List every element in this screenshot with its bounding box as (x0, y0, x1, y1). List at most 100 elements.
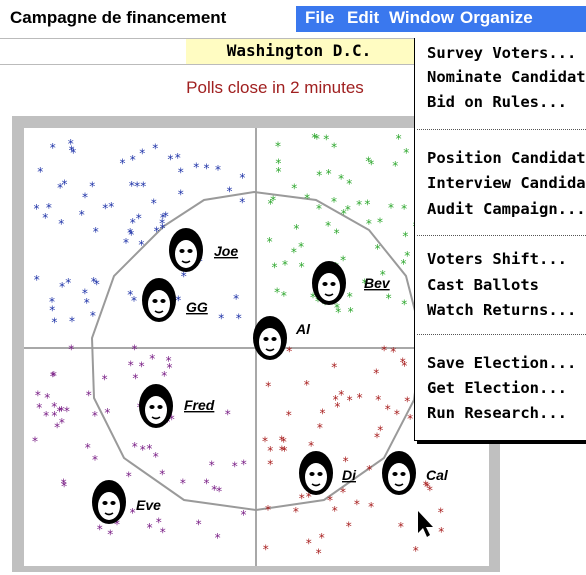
menu-item-interview-candidates[interactable]: Interview Candidates... (427, 174, 586, 192)
menu-window[interactable]: Window (389, 8, 454, 27)
voter-marker: * (311, 131, 317, 145)
voter-marker: * (331, 141, 337, 155)
voter-marker: * (139, 146, 145, 160)
voter-marker: * (69, 314, 75, 328)
voter-marker: * (407, 412, 413, 426)
voter-marker: * (57, 181, 63, 195)
candidate-portrait-icon (253, 316, 287, 360)
voter-marker: * (178, 165, 184, 179)
voter-map[interactable]: * * * * * * * * * * * * * * * * * * * * * * * * * * * * * * * * * * * * * * * *… (24, 128, 489, 566)
voter-marker: * (327, 494, 333, 508)
voter-marker: * (140, 179, 146, 193)
voter-marker: * (272, 261, 278, 275)
menu-item-nominate-candidates[interactable]: Nominate Candidates... (427, 68, 586, 86)
voter-marker: * (59, 416, 65, 430)
voter-marker: * (65, 276, 71, 290)
voter-marker: * (346, 520, 352, 534)
voter-marker: * (215, 531, 221, 545)
voter-marker: * (233, 292, 239, 306)
candidate-cal[interactable]: Cal (382, 451, 449, 495)
voter-marker: * (32, 435, 38, 449)
menu-separator (417, 129, 586, 130)
voter-marker: * (386, 292, 392, 306)
voter-marker: * (282, 444, 288, 458)
candidate-al[interactable]: Al (253, 316, 311, 360)
voter-marker: * (152, 141, 158, 155)
mouse-pointer-icon (418, 511, 433, 537)
voter-marker: * (314, 132, 320, 146)
voter-marker: * (375, 393, 381, 407)
voter-marker: * (380, 268, 386, 282)
menu-item-save-election[interactable]: Save Election... (427, 354, 577, 372)
menu-item-watch-returns[interactable]: Watch Returns... (427, 301, 577, 319)
voter-marker: * (340, 486, 346, 500)
voter-marker: * (35, 389, 41, 403)
menu-organize[interactable]: Organize (460, 8, 533, 27)
menu-item-cast-ballots[interactable]: Cast Ballots (427, 276, 539, 294)
voter-marker: * (368, 157, 374, 171)
menu-item-position-candidates[interactable]: Position Candidates... (427, 149, 586, 167)
voter-marker: * (204, 162, 210, 176)
location-bar-spacer (0, 39, 186, 64)
menu-separator (417, 334, 586, 335)
voter-marker: * (51, 369, 57, 383)
voter-marker: * (268, 197, 274, 211)
voter-marker: * (423, 479, 429, 493)
voter-marker: * (102, 201, 108, 215)
candidate-gg[interactable]: GG (142, 278, 208, 322)
voter-marker: * (402, 229, 408, 243)
voter-marker: * (306, 490, 312, 504)
voter-marker: * (239, 171, 245, 185)
voter-marker: * (59, 404, 65, 418)
voter-marker: * (390, 345, 396, 359)
voter-marker: * (388, 201, 394, 215)
candidate-portrait-icon (382, 451, 416, 495)
menu-item-run-research[interactable]: Run Research... (427, 404, 567, 422)
voter-marker: * (82, 190, 88, 204)
voter-marker: * (132, 372, 138, 386)
menu-edit[interactable]: Edit (347, 8, 380, 27)
menu-item-bid-on-rules[interactable]: Bid on Rules... (427, 93, 567, 111)
voter-marker: * (385, 403, 391, 417)
voter-marker: * (326, 167, 332, 181)
voter-marker: * (49, 304, 55, 318)
voter-marker: * (316, 547, 322, 561)
voter-marker: * (291, 245, 297, 259)
menu-file[interactable]: File (305, 8, 335, 27)
voter-marker: * (373, 366, 379, 380)
menu-item-voters-shift[interactable]: Voters Shift... (427, 250, 567, 268)
voter-marker: * (49, 295, 55, 309)
candidate-fred[interactable]: Fred (139, 384, 215, 428)
voter-marker: * (286, 345, 292, 359)
menu-separator (417, 235, 586, 236)
candidate-di[interactable]: Di (299, 451, 357, 495)
voter-marker: * (356, 198, 362, 212)
candidate-eve[interactable]: Eve (92, 480, 161, 524)
candidate-bev[interactable]: Bev (312, 261, 391, 305)
voter-marker: * (107, 528, 113, 542)
voter-marker: * (59, 280, 65, 294)
voter-marker: * (265, 503, 271, 517)
candidate-joe[interactable]: Joe (169, 228, 238, 272)
voter-marker: * (320, 407, 326, 421)
voter-marker: * (346, 177, 352, 191)
voter-marker: * (36, 401, 42, 415)
voter-marker: * (178, 188, 184, 202)
district-boundary (90, 190, 424, 512)
voter-marker: * (46, 201, 52, 215)
voter-marker: * (427, 484, 433, 498)
menu-item-survey-voters[interactable]: Survey Voters... (427, 44, 577, 62)
menu-item-get-election[interactable]: Get Election... (427, 379, 567, 397)
voter-marker: * (156, 516, 162, 530)
menu-item-audit-campaign[interactable]: Audit Campaign... (427, 200, 586, 218)
voter-marker: * (149, 352, 155, 366)
voter-marker: * (64, 405, 70, 419)
voter-marker: * (308, 439, 314, 453)
voter-marker: * (130, 506, 136, 520)
candidate-portrait-icon (299, 451, 333, 495)
voter-marker: * (375, 242, 381, 256)
voter-marker: * (108, 200, 114, 214)
voter-marker: * (340, 254, 346, 268)
voter-marker: * (129, 179, 135, 193)
voter-marker: * (37, 165, 43, 179)
